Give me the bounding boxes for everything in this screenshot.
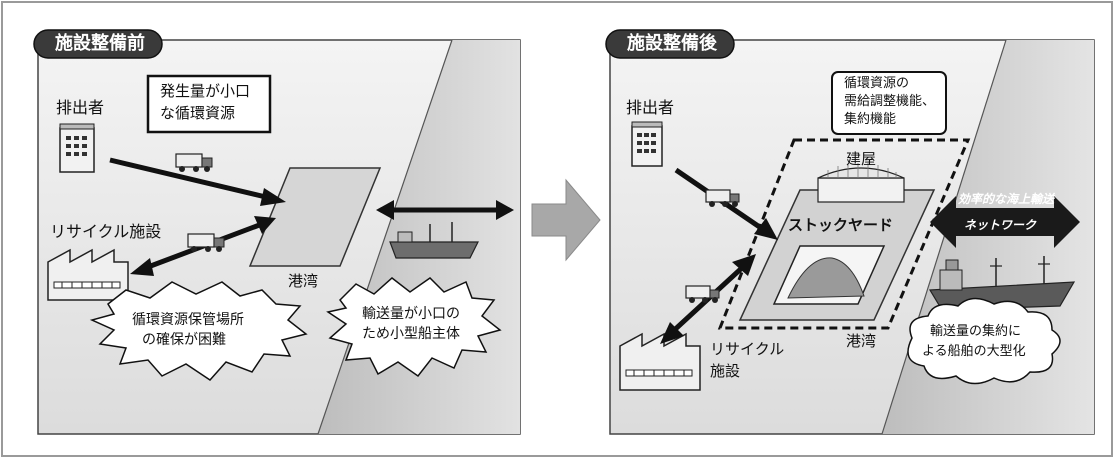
left-panel — [37, 39, 521, 435]
stockyard-label: ストックヤード — [788, 216, 894, 234]
network-line2: ネットワーク — [964, 218, 1037, 232]
right-note-line2: 需給調整機能、 — [844, 94, 936, 109]
left-port-label: 港湾 — [288, 272, 319, 290]
right-coastline — [881, 39, 1007, 435]
left-coastline — [317, 39, 453, 435]
right-emitter-label: 排出者 — [626, 98, 675, 117]
right-panel-title: 施設整備後 — [627, 33, 717, 54]
left-panel-title: 施設整備前 — [55, 33, 145, 54]
left-arrow-emitter-port — [109, 157, 271, 201]
cloud-line1: 輸送量の集約に — [930, 324, 1022, 339]
left-note-line1: 発生量が小口 — [160, 82, 251, 100]
right-port-label: 港湾 — [846, 332, 877, 350]
left-storage-burst — [89, 281, 308, 381]
left-emitter-label: 排出者 — [56, 98, 105, 117]
right-note-box — [831, 71, 947, 135]
right-title-tab — [605, 29, 735, 59]
truck-icon — [187, 233, 225, 252]
factory-icon — [47, 248, 129, 301]
truck-icon — [175, 153, 213, 172]
network-arrow — [930, 196, 1080, 248]
left-ship-burst-line1: 輸送量が小口の — [362, 306, 460, 322]
left-title-tab — [33, 29, 163, 59]
left-note-line2: な循環資源 — [160, 104, 236, 122]
stockpile-icon — [787, 257, 865, 299]
building-icon — [59, 123, 95, 173]
truck-icon — [685, 285, 720, 303]
right-recycle-line2: 施設 — [710, 362, 741, 380]
right-recycle-line1: リサイクル — [710, 340, 785, 358]
building-icon — [631, 121, 663, 167]
right-panel — [609, 39, 1095, 435]
right-note-line1: 循環資源の — [844, 76, 910, 91]
left-ship-burst-line2: ため小型船主体 — [362, 326, 460, 342]
warehouse-icon — [817, 163, 905, 203]
building-label: 建屋 — [846, 150, 877, 168]
left-port-area — [248, 167, 382, 267]
left-ship-burst — [326, 277, 502, 378]
right-note-line3: 集約機能 — [844, 112, 897, 127]
truck-icon — [705, 189, 740, 207]
cloud-line2: よる船舶の大型化 — [922, 344, 1026, 359]
right-cloud — [907, 297, 1061, 385]
left-recycle-label: リサイクル施設 — [50, 222, 162, 241]
ship-icon — [389, 222, 479, 259]
right-arrow-icon — [531, 178, 601, 262]
left-note-box — [146, 74, 272, 134]
factory-icon — [619, 332, 701, 391]
left-burst-line2: の確保が困難 — [142, 332, 226, 348]
left-burst-line1: 循環資源保管場所 — [132, 312, 244, 328]
network-line1: 効率的な海上輸送 — [958, 192, 1055, 206]
